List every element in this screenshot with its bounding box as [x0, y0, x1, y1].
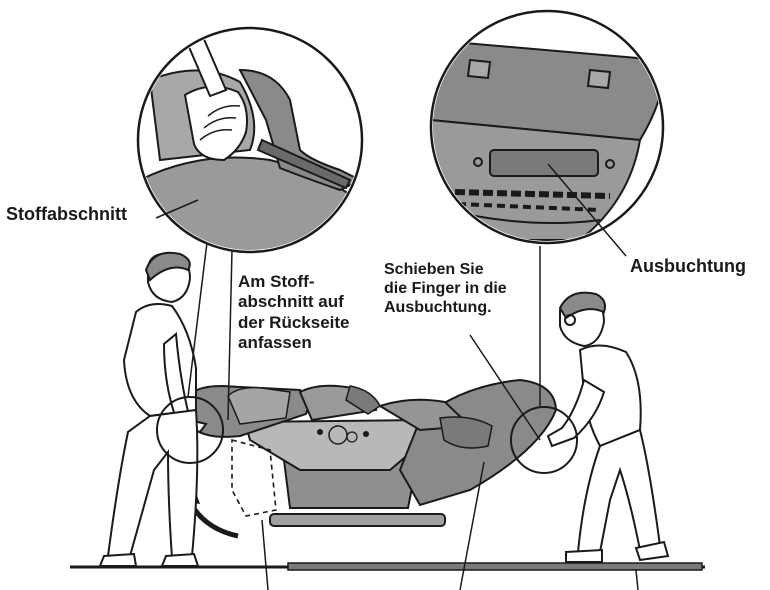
callout-circle-right [510, 406, 578, 474]
person-right [546, 291, 670, 563]
person-left [98, 251, 208, 567]
magnified-view-right [429, 9, 665, 245]
label-stoffabschnitt: Stoffabschnitt [6, 204, 127, 224]
label-ausbuchtung: Ausbuchtung [630, 256, 746, 276]
magnified-view-left [136, 26, 364, 254]
chair-body [184, 378, 558, 517]
label-slide-instruction: Schieben Sie die Finger in die Ausbuchtu… [384, 261, 507, 317]
label-grip-instruction: Am Stoff- abschnitt auf der Rückseite an… [238, 272, 350, 353]
callout-circle-left [156, 396, 224, 464]
